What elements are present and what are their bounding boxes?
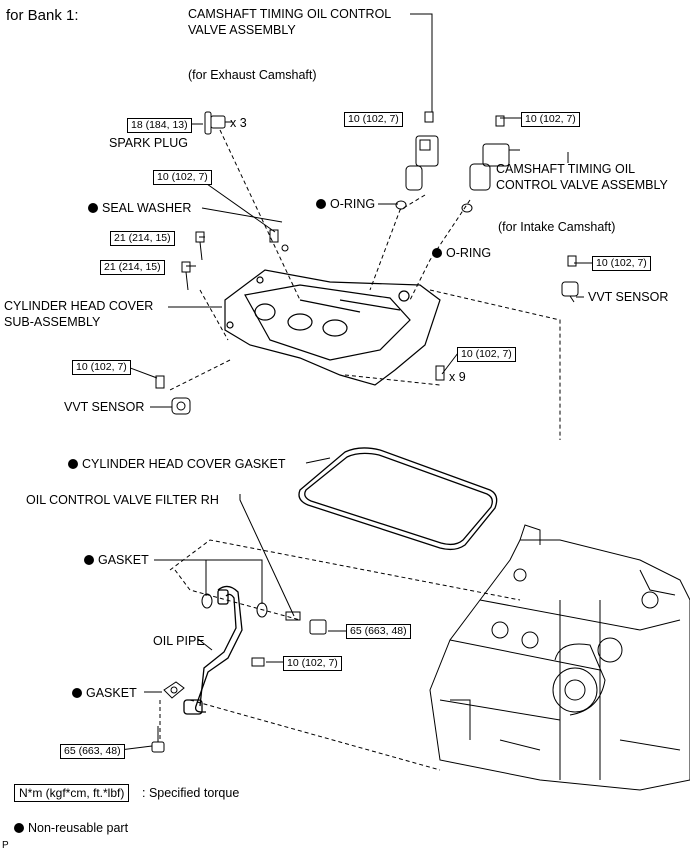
label-o-ring-1-text: O-RING bbox=[330, 197, 376, 211]
label-oil-filter: OIL CONTROL VALVE FILTER RH bbox=[26, 493, 219, 507]
legend-unit-desc: : Specified torque bbox=[142, 786, 240, 800]
torque-seal-washer: 10 (102, 7) bbox=[153, 170, 212, 185]
torque-union: 65 (663, 48) bbox=[346, 624, 411, 639]
cam-valve-exhaust-part bbox=[405, 111, 439, 191]
label-o-ring-1: O-RING bbox=[316, 197, 375, 212]
nonreusable-dot-icon bbox=[72, 688, 82, 698]
label-cyl-head-cover: CYLINDER HEAD COVER bbox=[4, 299, 154, 313]
legend-unit-box: N*m (kgf*cm, ft.*lbf) bbox=[14, 784, 130, 802]
leader-seal-box bbox=[206, 183, 276, 233]
label-seal-washer-text: SEAL WASHER bbox=[102, 201, 192, 215]
label-spark-plug: SPARK PLUG bbox=[109, 136, 188, 150]
torque-lower-union: 65 (663, 48) bbox=[60, 744, 125, 759]
gasket-2-part bbox=[163, 681, 185, 699]
vvt-sensor-right-part bbox=[561, 255, 579, 303]
o-ring-1-part bbox=[395, 200, 407, 210]
bank-title: for Bank 1: bbox=[6, 7, 79, 24]
nonreusable-dot-icon bbox=[14, 823, 24, 833]
nonreusable-dot-icon bbox=[88, 203, 98, 213]
nonreusable-dot-icon bbox=[432, 248, 442, 258]
legend-nonreuse: Non-reusable part bbox=[14, 821, 128, 836]
label-oil-pipe: OIL PIPE bbox=[153, 634, 205, 648]
label-cyl-head-cover2: SUB-ASSEMBLY bbox=[4, 315, 101, 329]
engine-block-part bbox=[429, 524, 690, 791]
o-ring-2-part bbox=[461, 203, 473, 213]
leader-gasket-1b bbox=[206, 559, 263, 604]
torque-cam-intake: 10 (102, 7) bbox=[521, 112, 580, 127]
label-seal-washer: SEAL WASHER bbox=[88, 201, 191, 216]
cylinder-head-cover-part bbox=[224, 269, 441, 386]
nonreusable-dot-icon bbox=[84, 555, 94, 565]
gasket-1b-part bbox=[256, 602, 268, 618]
torque-pipe-bolt: 10 (102, 7) bbox=[283, 656, 342, 671]
label-o-ring-2: O-RING bbox=[432, 246, 491, 261]
label-vvt-sensor-right: VVT SENSOR bbox=[588, 290, 669, 304]
torque-stud-a: 21 (214, 15) bbox=[110, 231, 175, 246]
label-vvt-sensor-left: VVT SENSOR bbox=[64, 400, 145, 414]
label-cam-intake-title: CAMSHAFT TIMING OIL bbox=[496, 162, 636, 176]
leader-oil-pipe bbox=[197, 638, 213, 651]
torque-cam-exhaust: 10 (102, 7) bbox=[344, 112, 403, 127]
leader-gasket-1 bbox=[154, 559, 207, 596]
label-gasket-2-text: GASKET bbox=[86, 686, 137, 700]
vvt-sensor-left-part bbox=[155, 375, 191, 415]
leader-cam-exhaust bbox=[410, 13, 433, 112]
stud-bolts bbox=[181, 229, 445, 381]
label-gasket-1: GASKET bbox=[84, 553, 149, 568]
torque-vvt-left: 10 (102, 7) bbox=[72, 360, 131, 375]
leader-cover-bolt-box bbox=[441, 352, 459, 375]
figure-code: P bbox=[2, 840, 9, 851]
label-cam-exhaust-title2: VALVE ASSEMBLY bbox=[188, 23, 296, 37]
leader-gasket-cover bbox=[305, 457, 331, 464]
leader-seal-washer bbox=[201, 207, 283, 223]
label-gasket-1-text: GASKET bbox=[98, 553, 149, 567]
torque-cover-bolts: 10 (102, 7) bbox=[457, 347, 516, 362]
label-gasket-2: GASKET bbox=[72, 686, 137, 701]
label-cam-intake-title2: CONTROL VALVE ASSEMBLY bbox=[496, 178, 668, 192]
torque-stud-b: 21 (214, 15) bbox=[100, 260, 165, 275]
label-spark-qty: x 3 bbox=[230, 116, 247, 130]
label-cam-intake-note: (for Intake Camshaft) bbox=[498, 220, 616, 234]
union-bolts bbox=[151, 611, 327, 753]
gasket-1a-part bbox=[201, 593, 213, 609]
label-gasket-cover-text: CYLINDER HEAD COVER GASKET bbox=[82, 457, 286, 471]
leader-filter bbox=[239, 494, 295, 617]
label-cam-exhaust-note: (for Exhaust Camshaft) bbox=[188, 68, 317, 82]
label-gasket-cover: CYLINDER HEAD COVER GASKET bbox=[68, 457, 286, 472]
cylinder-head-cover-gasket-part bbox=[298, 447, 498, 551]
torque-vvt-right: 10 (102, 7) bbox=[592, 256, 651, 271]
oil-pipe-part bbox=[183, 585, 243, 715]
nonreusable-dot-icon bbox=[316, 199, 326, 209]
nonreusable-dot-icon bbox=[68, 459, 78, 469]
cam-valve-intake-part bbox=[469, 115, 520, 191]
spark-plug-part bbox=[204, 111, 232, 135]
legend-nonreuse-text: Non-reusable part bbox=[28, 821, 129, 835]
label-cam-exhaust-title: CAMSHAFT TIMING OIL CONTROL bbox=[188, 7, 392, 21]
label-bolt-qty: x 9 bbox=[449, 370, 466, 384]
label-o-ring-2-text: O-RING bbox=[446, 246, 492, 260]
torque-spark: 18 (184, 13) bbox=[127, 118, 192, 133]
leader-lower-union-box bbox=[119, 745, 153, 751]
